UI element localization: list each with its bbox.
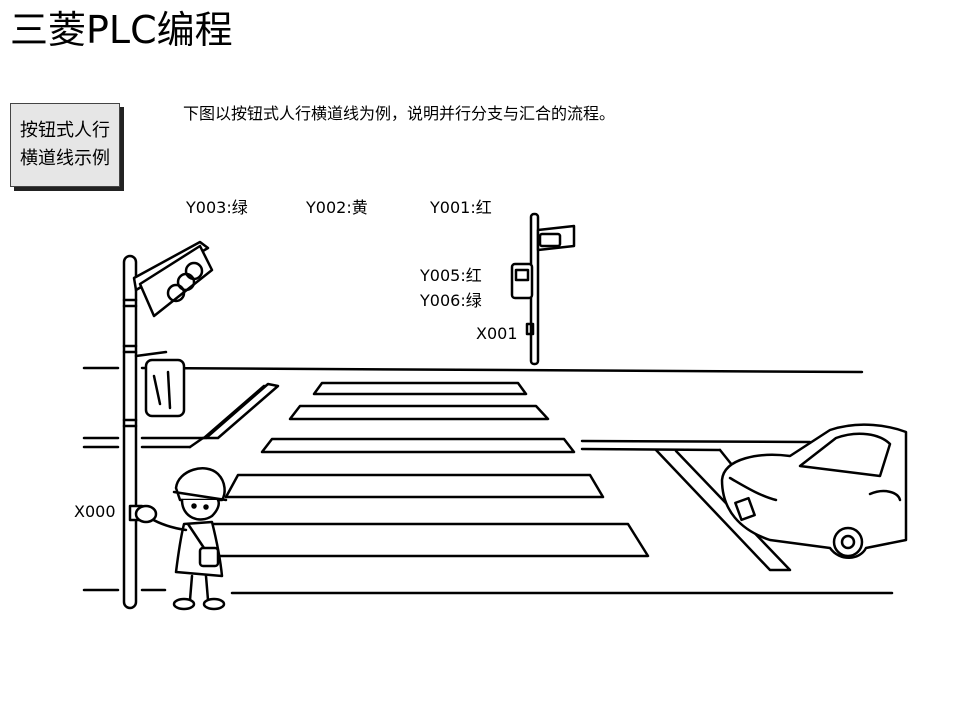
example-box-line2: 横道线示例 — [20, 148, 110, 169]
label-y002: Y002:黄 — [306, 198, 368, 217]
left-curb — [188, 382, 280, 449]
label-y003: Y003:绿 — [186, 198, 248, 217]
label-y006: Y006:绿 — [420, 291, 482, 310]
page-title: 三菱PLC编程 — [10, 8, 233, 52]
label-x001: X001 — [476, 324, 518, 343]
description: 下图以按钮式人行横道线为例，说明并行分支与汇合的流程。 — [183, 104, 616, 123]
road-lines — [82, 366, 894, 595]
label-x000: X000 — [74, 502, 116, 521]
label-y001: Y001:红 — [430, 198, 492, 217]
car — [720, 423, 908, 559]
zebra-stripes — [194, 381, 650, 558]
example-box-line1: 按钮式人行 — [20, 120, 110, 141]
label-y005: Y005:红 — [420, 266, 482, 285]
example-box: 按钮式人行 横道线示例 — [10, 103, 120, 187]
right-signal-pole — [510, 212, 576, 366]
child-figure — [134, 467, 228, 611]
